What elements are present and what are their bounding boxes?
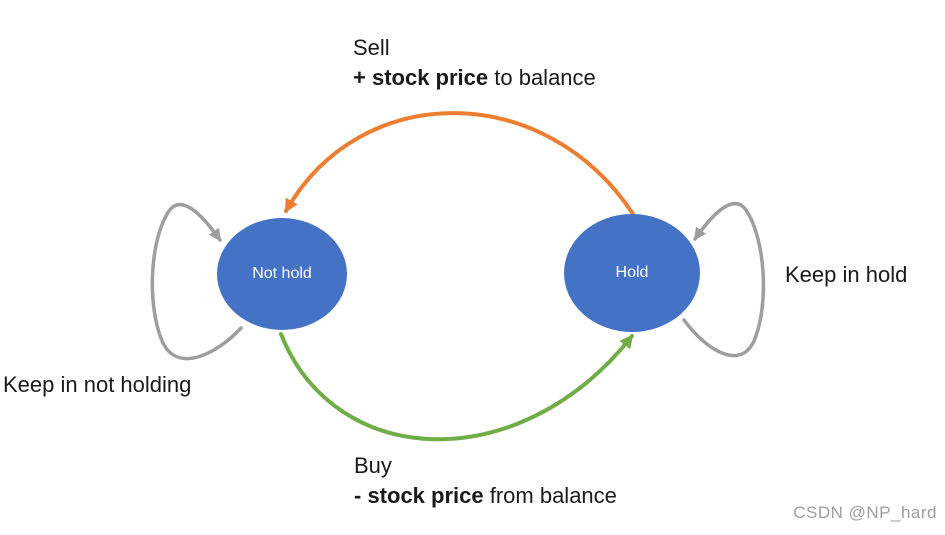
buy-effect-text: - stock price from balance [354, 481, 617, 511]
sell-action-text: Sell [353, 35, 390, 60]
buy-action-text: Buy [354, 453, 392, 478]
keep-in-not-holding-label: Keep in not holding [3, 372, 192, 397]
not-hold-state-label: Not hold [252, 265, 312, 282]
sell-edge-label: Sell + stock price to balance [353, 33, 596, 93]
buy-effect-bold: - stock price [354, 483, 484, 508]
keep-in-hold-label: Keep in hold [785, 262, 908, 287]
hold-state-label: Hold [615, 264, 649, 281]
not-hold-state-circle [217, 218, 347, 330]
keep-not-holding-loop-arrow [150, 202, 243, 361]
buy-transition-arrow [279, 332, 634, 442]
buy-edge-label: Buy - stock price from balance [354, 451, 617, 511]
buy-effect-rest: from balance [483, 483, 617, 508]
keep-in-hold-loop-arrow [682, 201, 766, 358]
sell-effect-rest: to balance [488, 65, 596, 90]
hold-state-circle [564, 214, 700, 332]
sell-effect-bold: + stock price [353, 65, 489, 90]
csdn-watermark: CSDN @NP_hard [793, 503, 937, 522]
sell-transition-arrow [284, 111, 635, 216]
sell-effect-text: + stock price to balance [353, 63, 596, 93]
